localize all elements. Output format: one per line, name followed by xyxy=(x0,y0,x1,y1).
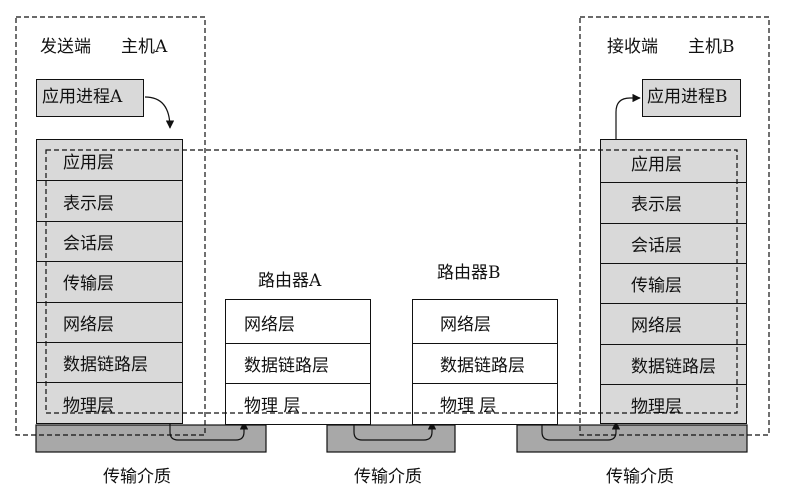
receiver-layer-3: 会话层 xyxy=(601,222,746,263)
receiver-layer-label: 会话层 xyxy=(631,235,682,256)
receiver-layer-7: 物理层 xyxy=(601,383,746,424)
sender-layer-label: 应用层 xyxy=(63,152,114,173)
receiver-stack xyxy=(600,139,747,424)
receiver-host-name: 主机B xyxy=(688,37,735,57)
sender-layer-label: 物理层 xyxy=(63,395,114,416)
sender-layer-label: 会话层 xyxy=(63,233,114,254)
router-b-layer-2: 数据链路层 xyxy=(413,342,557,384)
receiver-layer-4: 传输层 xyxy=(601,262,746,303)
network-dashed-frame xyxy=(45,149,738,414)
router-a-layer-label: 网络层 xyxy=(244,314,295,335)
router-b-layer-label: 数据链路层 xyxy=(440,355,525,376)
sender-stack xyxy=(36,139,183,424)
medium-label-middle: 传输介质 xyxy=(354,467,422,487)
sender-layer-6: 数据链路层 xyxy=(37,342,182,382)
router-b-name: 路由器B xyxy=(437,263,501,283)
receiver-layer-label: 应用层 xyxy=(631,154,682,175)
sender-layer-4: 传输层 xyxy=(37,261,182,301)
sender-layer-1: 应用层 xyxy=(37,140,182,180)
router-b-box xyxy=(412,299,558,425)
sender-layer-label: 网络层 xyxy=(63,314,114,335)
receiver-title: 接收端 xyxy=(607,37,658,57)
router-b-layer-label: 物理 层 xyxy=(440,396,497,417)
receiver-layer-label: 表示层 xyxy=(631,195,682,216)
sender-title: 发送端 xyxy=(40,37,91,57)
sender-layer-label: 传输层 xyxy=(63,274,114,295)
flow-router-a-to-router-b xyxy=(353,418,437,441)
receiver-layer-label: 数据链路层 xyxy=(631,356,716,377)
flow-router-b-to-receiver xyxy=(541,418,621,441)
sender-host-name: 主机A xyxy=(121,37,168,57)
router-a-layer-label: 物理 层 xyxy=(244,396,301,417)
router-a-layer-3: 物理 层 xyxy=(226,383,370,424)
receiver-process-box xyxy=(642,79,741,117)
flow-medium-to-router-a xyxy=(169,420,249,441)
sender-layer-2: 表示层 xyxy=(37,180,182,220)
router-a-layer-1: 网络层 xyxy=(226,302,370,343)
sender-layer-label: 数据链路层 xyxy=(63,355,148,376)
receiver-process-label: 应用进程B xyxy=(647,87,728,107)
router-a-layer-2: 数据链路层 xyxy=(226,342,370,384)
medium-label-left: 传输介质 xyxy=(103,467,171,487)
receiver-layer-2: 表示层 xyxy=(601,182,746,222)
router-a-box xyxy=(225,299,371,425)
sender-layer-5: 网络层 xyxy=(37,301,182,342)
sender-layer-3: 会话层 xyxy=(37,220,182,261)
router-b-layer-label: 网络层 xyxy=(440,314,491,335)
receiver-dashed-frame xyxy=(579,16,770,436)
router-b-layer-1: 网络层 xyxy=(413,302,557,343)
receiver-layer-label: 物理层 xyxy=(631,396,682,417)
flow-stack-to-process xyxy=(615,93,641,140)
medium-label-right: 传输介质 xyxy=(606,467,674,487)
receiver-layer-6: 数据链路层 xyxy=(601,343,746,384)
router-a-layer-label: 数据链路层 xyxy=(244,355,329,376)
medium-block-right xyxy=(516,424,748,453)
receiver-layer-label: 网络层 xyxy=(631,316,682,337)
receiver-layer-1: 应用层 xyxy=(601,142,746,182)
receiver-layer-5: 网络层 xyxy=(601,303,746,343)
receiver-layer-label: 传输层 xyxy=(631,276,682,297)
router-b-layer-3: 物理 层 xyxy=(413,383,557,424)
medium-block-left xyxy=(35,424,267,453)
flow-process-to-stack xyxy=(144,96,175,129)
sender-process-box xyxy=(36,79,144,117)
sender-dashed-frame xyxy=(15,16,206,436)
router-a-name: 路由器A xyxy=(258,271,322,291)
sender-layer-7: 物理层 xyxy=(37,382,182,422)
sender-layer-label: 表示层 xyxy=(63,193,114,214)
sender-process-label: 应用进程A xyxy=(42,87,123,107)
